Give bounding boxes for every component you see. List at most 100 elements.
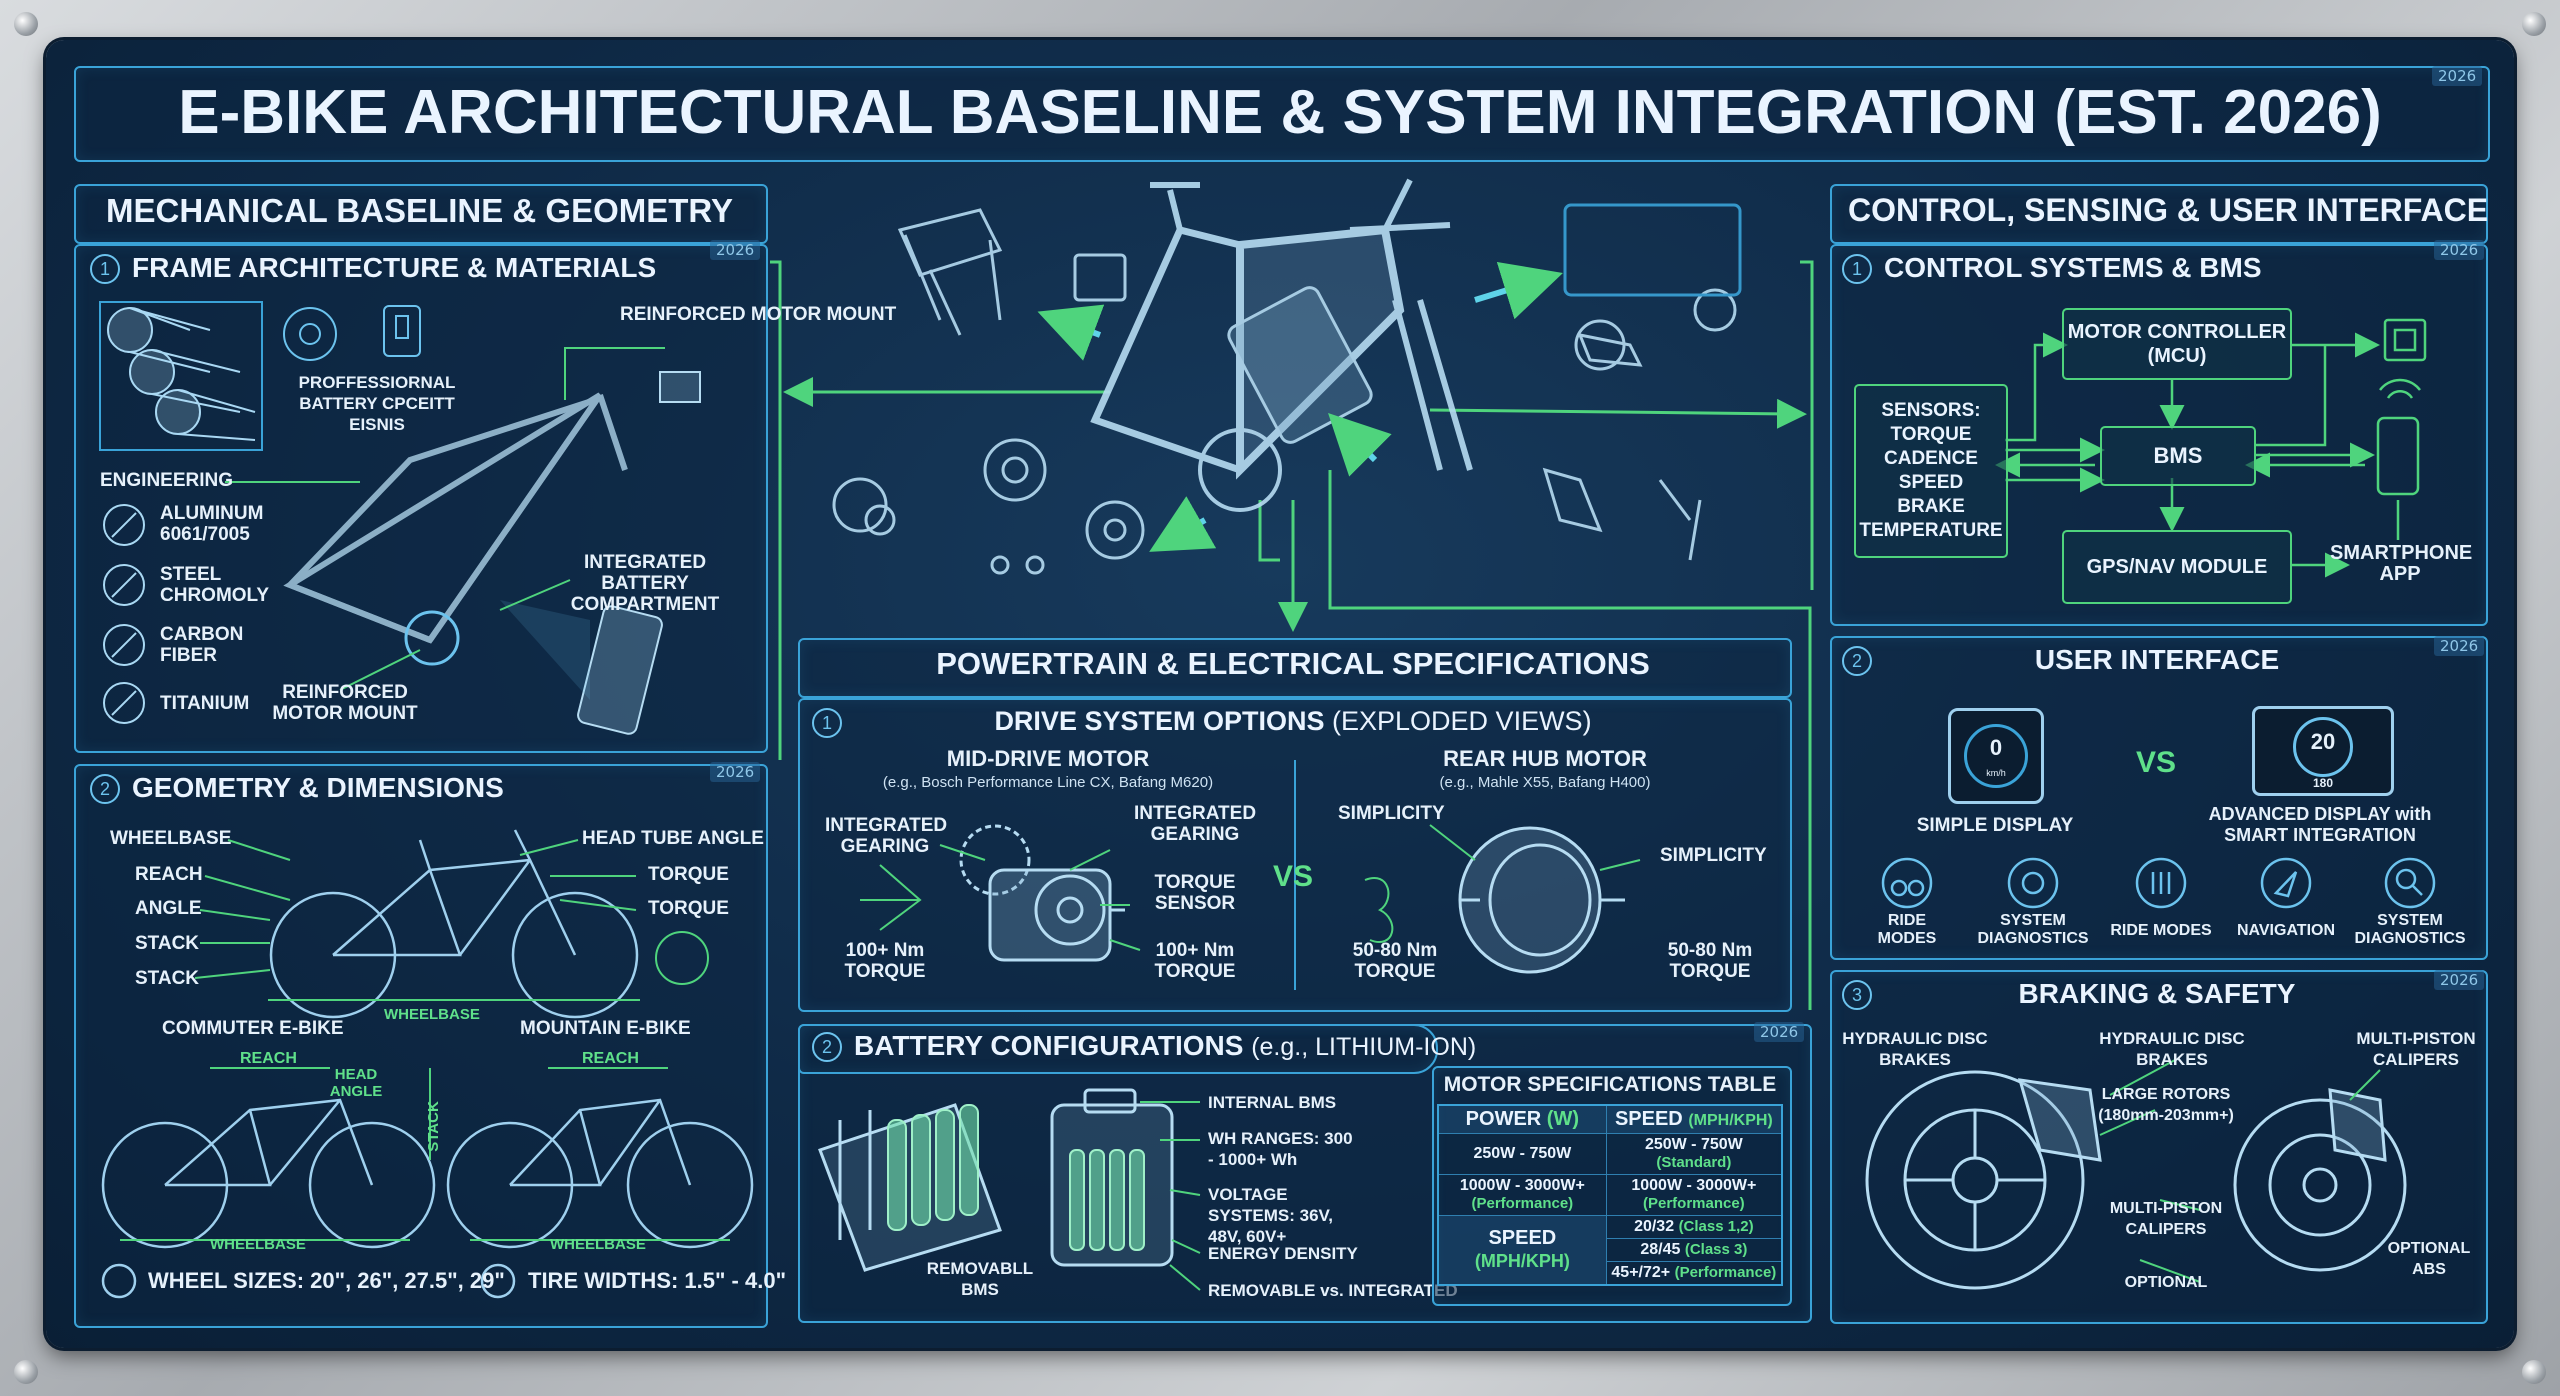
- geo-angle: ANGLE: [135, 898, 202, 919]
- table-cell: 28/45 (Class 3): [1605, 1238, 1783, 1262]
- professional-label: PROFFESSIORNAL BATTERY CPCEITT EISNIS: [298, 373, 456, 434]
- year-badge: 2026: [2434, 636, 2485, 656]
- cell-value: 20/32: [1634, 1218, 1675, 1235]
- advanced-display-device: 20 180: [2252, 706, 2394, 796]
- geo-head-tube: HEAD TUBE ANGLE: [582, 828, 764, 849]
- mechanical-title: MECHANICAL BASELINE & GEOMETRY: [106, 192, 734, 229]
- section-number: 3: [1842, 980, 1872, 1010]
- cell-note: (Performance): [1674, 1264, 1777, 1281]
- mid-right-gearing: INTEGRATED GEARING: [1133, 803, 1257, 845]
- motor-controller-box: MOTOR CONTROLLER (MCU): [2062, 308, 2292, 380]
- motor-table-title: MOTOR SPECIFICATIONS TABLE: [1443, 1073, 1777, 1096]
- material-aluminum: ALUMINUM 6061/7005: [160, 503, 264, 545]
- cell-value: 250W - 750W: [1644, 1136, 1743, 1153]
- battery-section-title: 2 BATTERY CONFIGURATIONS (e.g., LITHIUM-I…: [812, 1030, 1476, 1062]
- brake-hydraulic-1: HYDRAULIC DISC BRAKES: [1842, 1029, 1988, 1069]
- year-badge: 2026: [1754, 1022, 1805, 1042]
- geometry-title: GEOMETRY & DIMENSIONS: [132, 772, 504, 803]
- material-carbon: CARBON FIBER: [160, 624, 244, 666]
- table-row: 1000W - 3000W+(Performance) 1000W - 3000…: [1437, 1174, 1783, 1216]
- simple-display-unit: km/h: [1986, 768, 2006, 778]
- commuter-label: COMMUTER E-BIKE: [162, 1018, 344, 1039]
- reinforced-mount-label-bottom: REINFORCED MOTOR MOUNT: [272, 682, 418, 724]
- cell-note: (Class 3): [1684, 1241, 1748, 1258]
- hub-left-simplicity: SIMPLICITY: [1338, 803, 1445, 824]
- commuter-reach: REACH: [240, 1050, 297, 1067]
- geo-torque-2: TORQUE: [648, 898, 729, 919]
- smartphone-app-label: SMARTPHONE APP: [2330, 542, 2473, 585]
- commuter-wheelbase: WHEELBASE: [210, 1236, 306, 1253]
- powertrain-title: POWERTRAIN & ELECTRICAL SPECIFICATIONS: [936, 646, 1650, 681]
- title-banner: [74, 66, 2490, 162]
- cell-value: 45+/72+: [1611, 1264, 1671, 1281]
- geo-stack-1: STACK: [135, 933, 200, 954]
- tire-widths: TIRE WIDTHS: 1.5" - 4.0": [528, 1268, 787, 1293]
- ui-system-diagnostics-1: SYSTEM DIAGNOSTICS: [1977, 912, 2089, 947]
- section-number: 2: [90, 774, 120, 804]
- mid-right-torque: 100+ Nm TORQUE: [1154, 940, 1236, 982]
- battery-title: BATTERY CONFIGURATIONS: [854, 1030, 1244, 1061]
- brake-calipers-1: MULTI-PISTON CALIPERS: [2356, 1029, 2476, 1069]
- table-cell: 1000W - 3000W+(Performance): [1605, 1174, 1783, 1216]
- engineering-label: ENGINEERING: [100, 470, 234, 491]
- hub-motor-examples: (e.g., Mahle X55, Bafang H400): [1439, 774, 1651, 791]
- sensor-item: BRAKE: [1897, 496, 1965, 517]
- col-header-unit: (W): [1546, 1108, 1579, 1130]
- sensor-item: CADENCE: [1884, 448, 1978, 469]
- table-cell: 45+/72+ (Performance): [1605, 1261, 1783, 1286]
- powertrain-header: [798, 638, 1792, 698]
- year-badge: 2026: [710, 240, 761, 260]
- col-header-unit: (MPH/KPH): [1688, 1112, 1773, 1129]
- bolt-icon: [14, 1360, 38, 1384]
- sensors-box: SENSORS: TORQUE CADENCE SPEED BRAKE TEMP…: [1854, 384, 2008, 558]
- sensor-item: TEMPERATURE: [1859, 520, 2003, 541]
- ui-vs: VS: [2136, 746, 2177, 779]
- cell-unit: (MPH/KPH): [1474, 1251, 1570, 1271]
- battery-removable-integrated: REMOVABLE vs. INTEGRATED: [1208, 1281, 1458, 1300]
- braking-title: BRAKING & SAFETY: [2018, 978, 2296, 1009]
- section-number: 2: [1842, 646, 1872, 676]
- hub-motor-title: REAR HUB MOTOR: [1443, 746, 1647, 771]
- geo-stack-2: STACK: [135, 968, 200, 989]
- battery-title-suffix: (e.g., LITHIUM-ION): [1251, 1033, 1477, 1061]
- control-header: [1830, 184, 2488, 244]
- geo-torque-1: TORQUE: [648, 864, 729, 885]
- wheel-sizes: WHEEL SIZES: 20", 26", 27.5", 29": [148, 1268, 505, 1293]
- geo-wheelbase: WHEELBASE: [110, 828, 232, 849]
- motor-spec-table: POWER (W) SPEED (MPH/KPH) 250W - 750W 25…: [1437, 1104, 1783, 1286]
- cell-note: (Performance): [1471, 1195, 1574, 1212]
- material-steel: STEEL CHROMOLY: [160, 564, 270, 606]
- section-number: 2: [812, 1032, 842, 1062]
- table-header: POWER (W): [1437, 1104, 1607, 1134]
- material-titanium: TITANIUM: [160, 693, 250, 714]
- braking-section-title: 3 BRAKING & SAFETY: [1830, 978, 2484, 1010]
- integrated-battery-label: INTEGRATED BATTERY COMPARTMENT: [570, 552, 720, 615]
- brake-optional-abs: OPTIONAL ABS: [2387, 1240, 2471, 1278]
- mid-drive-title: MID-DRIVE MOTOR: [946, 746, 1150, 771]
- table-cell: 1000W - 3000W+(Performance): [1437, 1174, 1607, 1216]
- hub-right-torque: 50-80 Nm TORQUE: [1667, 940, 1753, 982]
- cell-value: 1000W - 3000W+: [1459, 1177, 1585, 1194]
- mid-torque-sensor: TORQUE SENSOR: [1154, 872, 1236, 914]
- page-title: E-BIKE ARCHITECTURAL BASELINE & SYSTEM I…: [178, 78, 2382, 147]
- mountain-wheelbase: WHEELBASE: [550, 1236, 646, 1253]
- table-row: SPEED (MPH/KPH) 20/32 (Class 1,2): [1437, 1215, 1783, 1286]
- battery-energy-density: ENERGY DENSITY: [1208, 1244, 1358, 1263]
- cell-note: (Standard): [1656, 1154, 1732, 1171]
- bolt-icon: [2522, 12, 2546, 36]
- geo-reach: REACH: [135, 864, 203, 885]
- col-header-label: SPEED: [1614, 1108, 1683, 1130]
- ui-title: USER INTERFACE: [2034, 644, 2280, 675]
- battery-header-tab: [798, 1024, 1438, 1074]
- table-row: 250W - 750W 250W - 750W (Standard): [1437, 1133, 1783, 1175]
- bms-box: BMS: [2100, 426, 2256, 486]
